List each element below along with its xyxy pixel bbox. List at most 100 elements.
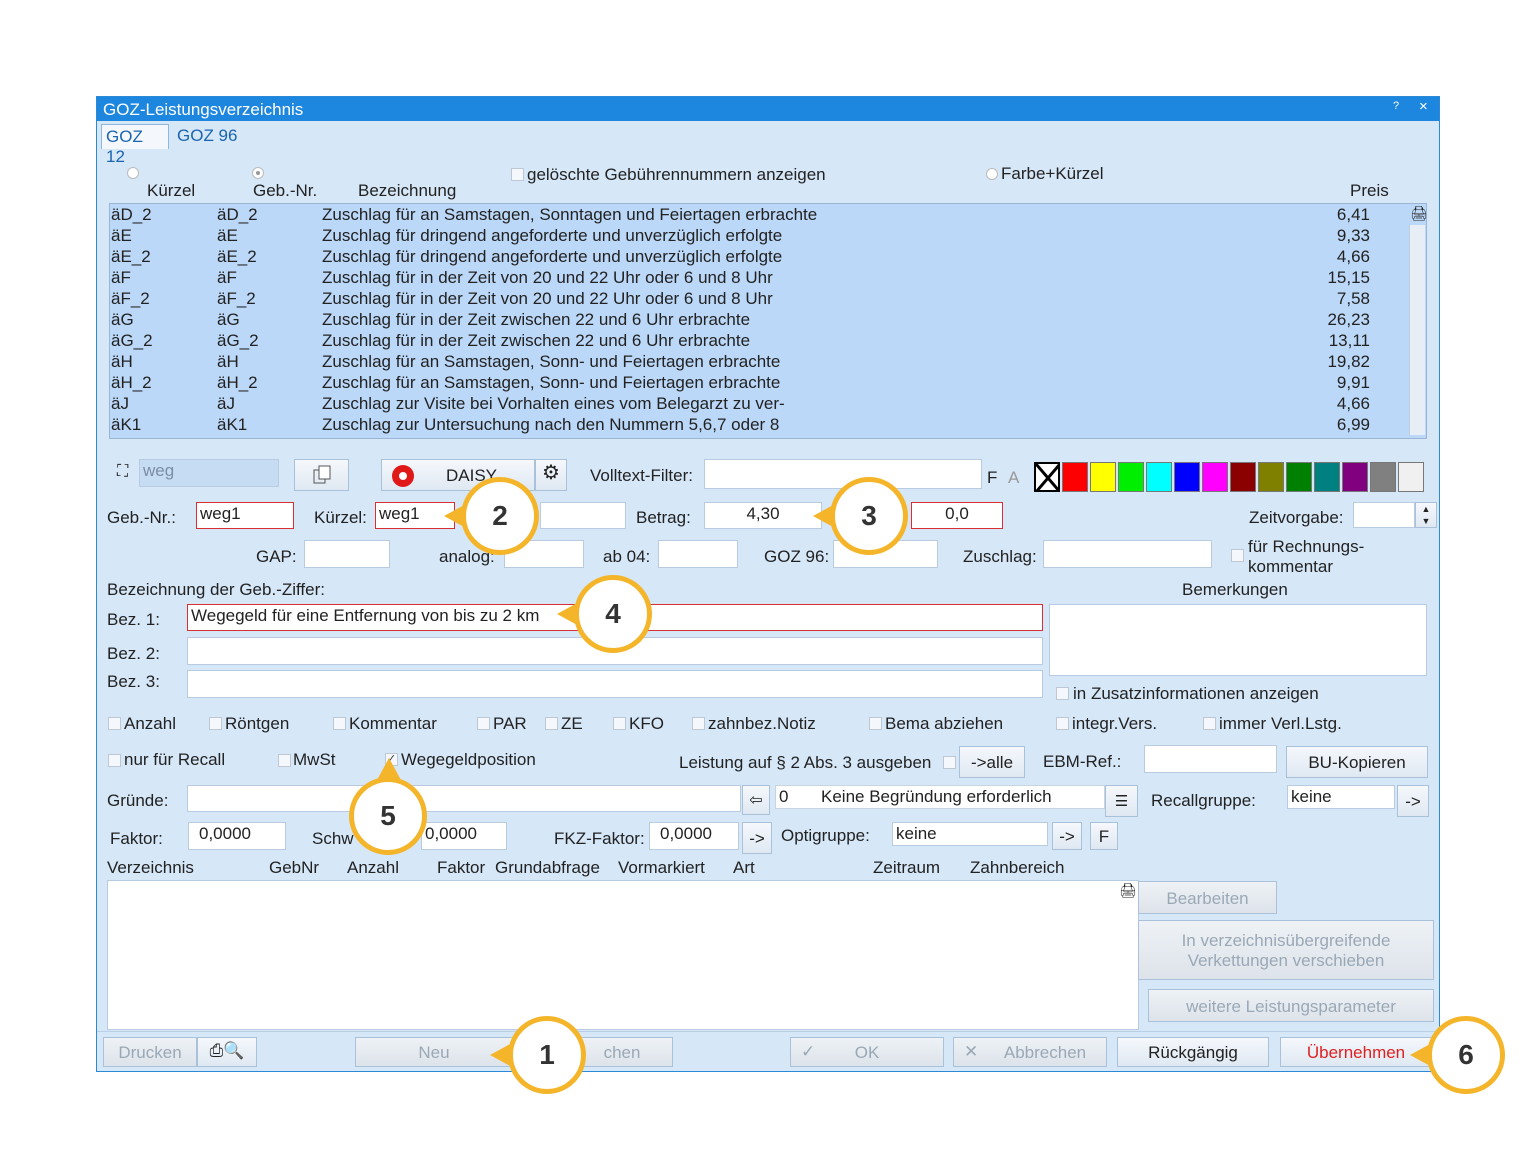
zuschlag-input[interactable] — [1043, 540, 1212, 568]
farbe-radio[interactable] — [986, 168, 998, 180]
option-checkbox[interactable] — [333, 717, 346, 730]
rueckgaengig-button[interactable]: Rückgängig — [1117, 1037, 1269, 1067]
sort-radio-gebnr[interactable] — [252, 167, 264, 179]
print-icon[interactable]: 🖨 — [1410, 205, 1428, 221]
recall-checkbox[interactable] — [108, 754, 121, 767]
zusatz-checkbox[interactable] — [1056, 687, 1069, 700]
filter-f-button[interactable]: F — [987, 468, 998, 487]
fkz-arrow-button[interactable]: -> — [742, 822, 772, 854]
ok-button[interactable]: ✓OK — [790, 1037, 944, 1067]
color-swatch[interactable] — [1370, 462, 1396, 492]
deleted-checkbox[interactable] — [511, 168, 524, 181]
color-swatch[interactable] — [1174, 462, 1200, 492]
color-swatch[interactable] — [1090, 462, 1116, 492]
zeitvorgabe-spinner[interactable]: ▲▼ — [1415, 502, 1437, 528]
faktor-input[interactable]: 0,0000 — [188, 822, 286, 850]
option-checkbox[interactable] — [613, 717, 626, 730]
option-checkbox[interactable] — [545, 717, 558, 730]
rechnung-checkbox[interactable] — [1231, 549, 1244, 562]
recallgruppe-select[interactable]: keine — [1287, 785, 1395, 809]
arrow-left-icon[interactable]: ⇦ — [742, 785, 770, 815]
color-swatch[interactable] — [1034, 462, 1062, 493]
mwst-checkbox[interactable] — [278, 754, 291, 767]
gear-icon[interactable]: ⚙ — [535, 459, 567, 491]
zuschlag-label: Zuschlag: — [963, 547, 1037, 566]
color-swatch[interactable] — [1342, 462, 1368, 492]
close-button[interactable]: × — [1419, 98, 1428, 115]
bu-kopieren-button[interactable]: BU-Kopieren — [1286, 746, 1428, 778]
gruende-select[interactable]: 0 Keine Begründung erforderlich — [775, 785, 1105, 809]
tab-goz96[interactable]: GOZ 96 — [177, 126, 238, 145]
volltext-input[interactable] — [704, 459, 982, 489]
loeschen-button[interactable]: chen — [571, 1037, 673, 1067]
sort-radio-kuerzel[interactable] — [127, 167, 139, 179]
option-checkbox[interactable] — [1203, 717, 1216, 730]
betrag2-input[interactable]: 0,0 — [911, 502, 1003, 529]
verschieben-button[interactable]: In verzeichnisübergreifende Verkettungen… — [1138, 920, 1434, 980]
color-swatch[interactable] — [1230, 462, 1256, 492]
gruende-label: Gründe: — [107, 791, 169, 810]
option-checkbox[interactable] — [869, 717, 882, 730]
color-swatch[interactable] — [1286, 462, 1312, 492]
help-button[interactable]: ? — [1393, 100, 1400, 112]
weitere-parameter-button[interactable]: weitere Leistungsparameter — [1148, 989, 1434, 1022]
gebnr-input[interactable]: weg1 — [196, 502, 294, 529]
gruende-input[interactable] — [187, 785, 741, 812]
color-swatch[interactable] — [1062, 462, 1088, 492]
alle-button[interactable]: ->alle — [959, 746, 1025, 778]
leistung-checkbox[interactable] — [943, 756, 956, 769]
verzeichnis-table[interactable] — [107, 880, 1139, 1030]
color-swatch[interactable] — [1146, 462, 1172, 492]
color-swatch[interactable] — [1398, 462, 1424, 492]
color-swatch[interactable] — [1314, 462, 1340, 492]
optigruppe-f-button[interactable]: F — [1090, 822, 1118, 850]
gap-input[interactable] — [304, 540, 390, 568]
kuerzel-extra-input[interactable] — [540, 502, 626, 529]
bez3-input[interactable] — [187, 670, 1043, 698]
print-icon[interactable]: 🖨 — [1119, 882, 1137, 898]
kuerzel-input[interactable]: weg1 — [375, 502, 455, 529]
color-swatch[interactable] — [1118, 462, 1144, 492]
option-checkbox[interactable] — [477, 717, 490, 730]
color-swatch[interactable] — [1258, 462, 1284, 492]
schw-input[interactable]: 0,0000 — [421, 822, 507, 850]
option-checkbox[interactable] — [209, 717, 222, 730]
ebm-input[interactable] — [1144, 745, 1277, 773]
bearbeiten-button[interactable]: Bearbeiten — [1138, 881, 1277, 914]
zeitvorgabe-input[interactable] — [1353, 502, 1415, 528]
filter-a-button[interactable]: A — [1008, 468, 1020, 487]
search-input[interactable]: weg — [139, 459, 279, 487]
copy-button[interactable] — [294, 459, 349, 491]
list-icon[interactable]: ☰ — [1105, 785, 1138, 817]
fkz-input[interactable]: 0,0000 — [649, 822, 739, 850]
print-settings-search-icon[interactable]: ⎙🔍 — [197, 1037, 257, 1067]
neu-button[interactable]: Neu — [355, 1037, 513, 1067]
betrag-input[interactable]: 4,30 — [704, 502, 822, 529]
color-swatch[interactable] — [1202, 462, 1228, 492]
option-checkbox[interactable] — [108, 717, 121, 730]
optigruppe-select[interactable]: keine — [892, 822, 1048, 846]
tab-goz12[interactable]: GOZ 12 — [101, 124, 169, 166]
recallgruppe-arrow-button[interactable]: -> — [1397, 785, 1429, 817]
list-scrollbar[interactable] — [1409, 225, 1425, 435]
uebernehmen-button[interactable]: Übernehmen — [1280, 1037, 1432, 1067]
option-checkbox[interactable] — [692, 717, 705, 730]
bemerkungen-textarea[interactable] — [1049, 604, 1427, 676]
abbrechen-button[interactable]: ✕Abbrechen — [953, 1037, 1107, 1067]
ab04-input[interactable] — [658, 540, 738, 568]
drucken-button[interactable]: Drucken — [103, 1037, 197, 1067]
optigruppe-arrow-button[interactable]: -> — [1052, 822, 1082, 850]
option-checkbox[interactable] — [1056, 717, 1069, 730]
